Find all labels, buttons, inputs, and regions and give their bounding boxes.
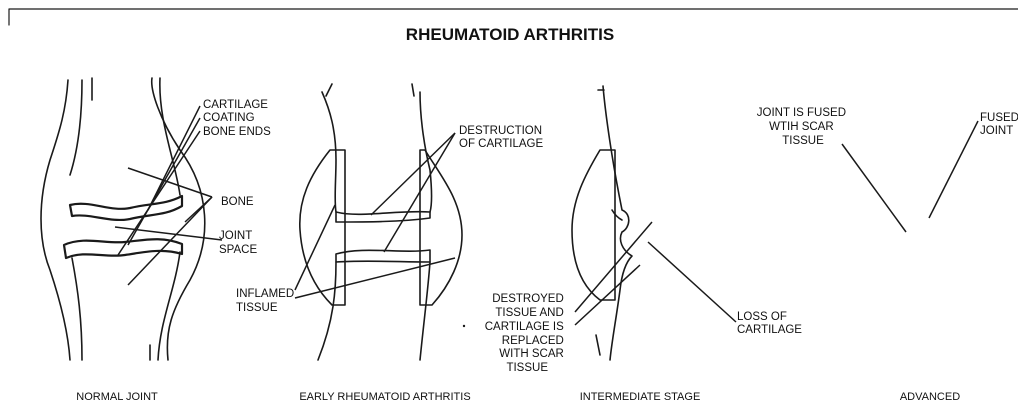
bone-label: BONE xyxy=(221,196,254,208)
destruction-label: DESTRUCTION OF CARTILAGE xyxy=(459,125,545,150)
normal-joint-caption: NORMAL JOINT xyxy=(76,391,158,403)
normal-joint-illustration xyxy=(41,78,205,360)
early-ra-illustration xyxy=(300,84,465,360)
early-ra-caption: EARLY RHEUMATOID ARTHRITIS xyxy=(299,391,470,403)
advanced-caption: ADVANCED xyxy=(900,391,960,403)
fused-joint-label: FUSED JOINT xyxy=(980,112,1018,137)
fused-scar-tissue-label: JOINT IS FUSED WTIH SCAR TISSUE xyxy=(757,107,849,147)
diagram-title: RHEUMATOID ARTHRITIS xyxy=(406,25,614,44)
loss-of-cartilage-label: LOSS OF CARTILAGE xyxy=(737,311,802,336)
destroyed-tissue-label: DESTROYED TISSUE AND CARTILAGE IS REPLAC… xyxy=(485,293,567,374)
intermediate-stage-caption: INTERMEDIATE STAGE xyxy=(580,391,701,403)
inflamed-tissue-label: INFLAMED TISSUE xyxy=(236,288,297,314)
frame-border xyxy=(9,9,1018,25)
cartilage-label: CARTILAGE COATING BONE ENDS xyxy=(203,99,271,138)
joint-space-label: JOINT SPACE xyxy=(219,230,257,256)
